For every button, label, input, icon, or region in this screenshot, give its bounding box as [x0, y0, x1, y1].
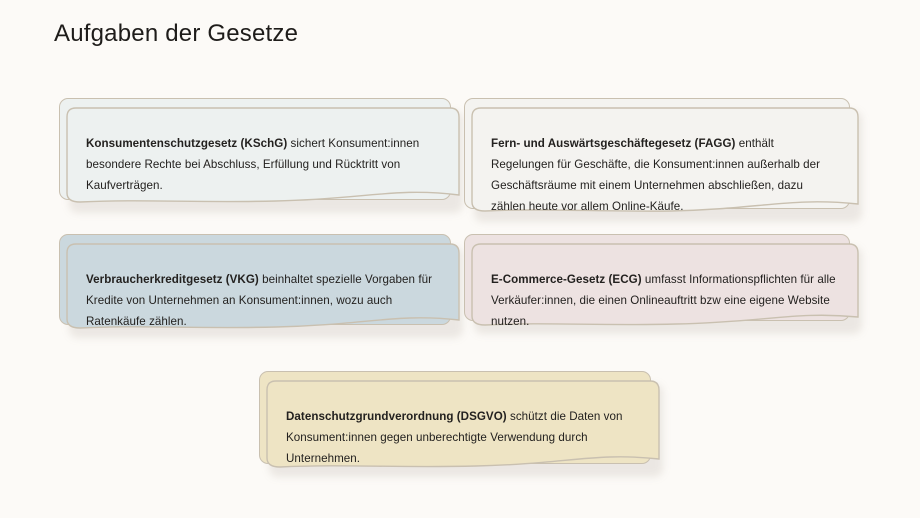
card-description: schützt die Daten von Konsument:innen ge…	[286, 410, 623, 465]
card-description: sichert Konsument:innen besondere Rechte…	[86, 137, 420, 192]
law-card-vkg[interactable]: Verbraucherkreditgesetz (VKG) beinhaltet…	[59, 234, 463, 338]
card-paper-shape	[66, 107, 460, 203]
card-term: Datenschutzgrundverordnung (DSGVO)	[286, 410, 507, 423]
card-description: enthält Regelungen für Geschäfte, die Ko…	[491, 137, 821, 213]
card-term: Verbraucherkreditgesetz (VKG)	[86, 273, 259, 286]
law-card-kschg[interactable]: Konsumentenschutzgesetz (KSchG) sichert …	[59, 98, 463, 213]
card-front-sheet	[266, 380, 660, 474]
card-text: Verbraucherkreditgesetz (VKG) beinhaltet…	[86, 269, 440, 332]
law-card-ecg[interactable]: E-Commerce-Gesetz (ECG) umfasst Informat…	[464, 234, 862, 334]
card-front-sheet	[471, 107, 859, 219]
card-paper-shape	[266, 380, 660, 468]
card-text: Fern- und Auswärtsgeschäftegesetz (FAGG)…	[491, 133, 839, 217]
card-text: Konsumentenschutzgesetz (KSchG) sichert …	[86, 133, 440, 196]
card-front-sheet	[66, 107, 460, 210]
card-front-sheet	[471, 243, 859, 331]
card-description: umfasst Informationspflichten für alle V…	[491, 273, 836, 328]
card-paper-shape	[471, 243, 859, 326]
law-card-dsgvo[interactable]: Datenschutzgrundverordnung (DSGVO) schüt…	[259, 371, 663, 477]
card-text: E-Commerce-Gesetz (ECG) umfasst Informat…	[491, 269, 839, 332]
law-card-fagg[interactable]: Fern- und Auswärtsgeschäftegesetz (FAGG)…	[464, 98, 862, 222]
card-term: E-Commerce-Gesetz (ECG)	[491, 273, 642, 286]
page-title: Aufgaben der Gesetze	[54, 20, 299, 47]
card-paper-shape	[66, 243, 460, 329]
card-front-sheet	[66, 243, 460, 335]
card-text: Datenschutzgrundverordnung (DSGVO) schüt…	[286, 406, 640, 469]
card-paper-shape	[471, 107, 859, 212]
card-description: beinhaltet spezielle Vorgaben für Kredit…	[86, 273, 432, 328]
card-term: Konsumentenschutzgesetz (KSchG)	[86, 137, 288, 150]
card-term: Fern- und Auswärtsgeschäftegesetz (FAGG)	[491, 137, 736, 150]
